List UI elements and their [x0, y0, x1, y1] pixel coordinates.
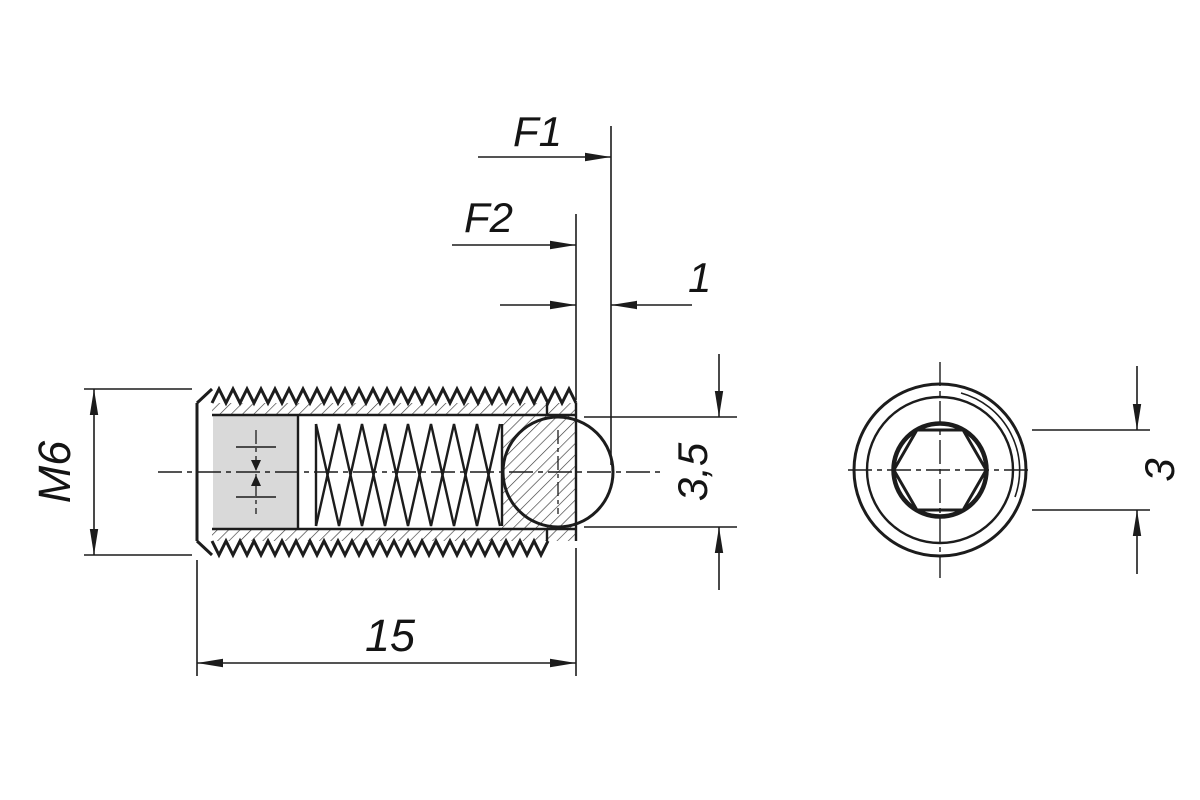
hatch-top-wall — [212, 403, 576, 415]
chamfer-top-left — [195, 387, 214, 405]
thread-crest-top — [210, 385, 578, 407]
spring-wire-b — [314, 423, 502, 527]
spring-coil — [314, 423, 504, 527]
dim-label-f1: F1 — [513, 108, 562, 155]
dim-label-15: 15 — [365, 610, 416, 661]
hatch-bottom-wall — [212, 529, 576, 541]
dim-label-ball-diameter: 3,5 — [669, 442, 716, 501]
dimensions-side-view: F1 F2 1 M6 3,5 — [29, 108, 737, 676]
socket-arrow-down — [251, 460, 261, 471]
dim-label-hex: 3 — [1136, 458, 1183, 481]
dim-ball-diameter: 3,5 — [584, 354, 737, 590]
thread-crest-bottom — [210, 537, 550, 559]
chamfer-arc — [960, 392, 1021, 498]
dim-f2: F2 — [452, 194, 577, 400]
threaded-body-outline — [195, 385, 578, 559]
dim-length: 15 — [196, 548, 577, 676]
end-view: 3 — [848, 362, 1183, 578]
spring-wire-a — [314, 423, 502, 527]
chamfer-bottom-left — [195, 539, 214, 557]
dim-travel: 1 — [500, 254, 711, 310]
socket-arrow-up — [251, 475, 261, 486]
dim-hex: 3 — [1032, 366, 1183, 574]
dim-label-travel: 1 — [688, 254, 711, 301]
dim-f1: F1 — [478, 108, 612, 465]
dim-label-f2: F2 — [464, 194, 513, 241]
dim-label-m6: M6 — [29, 440, 80, 503]
dim-thread: M6 — [29, 388, 192, 556]
side-view — [158, 385, 665, 559]
